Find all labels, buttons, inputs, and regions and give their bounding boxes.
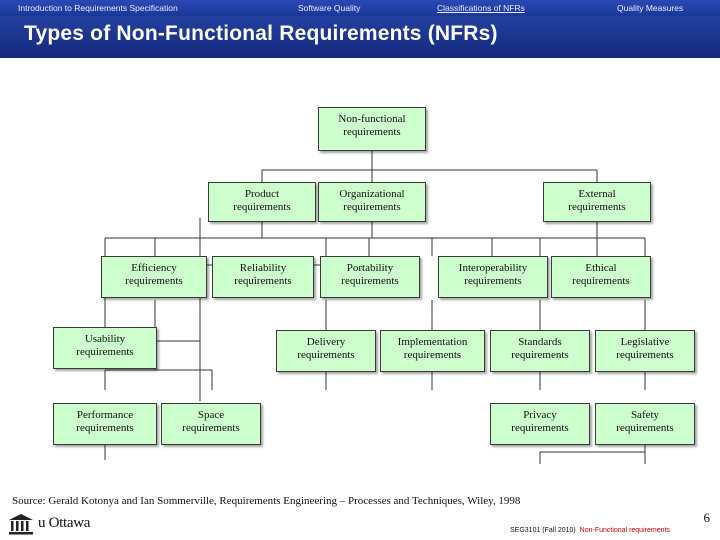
node-line-1: Privacy	[523, 409, 557, 421]
node-privacy-requirements[interactable]: Privacy requirements	[490, 403, 590, 445]
node-line-1: Portability	[346, 262, 394, 274]
node-line-1: Delivery	[306, 336, 346, 348]
page-number: 6	[703, 510, 711, 525]
node-line-2: requirements	[234, 275, 292, 287]
node-line-2: requirements	[76, 422, 134, 434]
nav-item-introduction[interactable]: Introduction to Requirements Specificati…	[18, 3, 178, 13]
node-interoperability-requirements[interactable]: Interoperability requirements	[438, 256, 548, 298]
node-portability-requirements[interactable]: Portability requirements	[320, 256, 420, 298]
node-line-2: requirements	[568, 201, 626, 213]
node-line-2: requirements	[616, 349, 674, 361]
node-line-1: Usability	[84, 333, 126, 345]
node-usability-requirements[interactable]: Usability requirements	[53, 327, 157, 369]
node-efficiency-requirements[interactable]: Efficiency requirements	[101, 256, 207, 298]
node-line-2: requirements	[572, 275, 630, 287]
node-space-requirements[interactable]: Space requirements	[161, 403, 261, 445]
node-delivery-requirements[interactable]: Delivery requirements	[276, 330, 376, 372]
footer-note: SEG3101 (Fall 2010) Non-Functional requi…	[510, 527, 670, 534]
node-line-2: requirements	[511, 422, 569, 434]
node-organizational-requirements[interactable]: Organizational requirements	[318, 182, 426, 222]
node-line-1: Implementation	[397, 336, 468, 348]
node-line-2: requirements	[297, 349, 355, 361]
top-navigation-bar: Introduction to Requirements Specificati…	[0, 0, 720, 16]
node-line-2: requirements	[233, 201, 291, 213]
title-band	[0, 16, 720, 58]
node-line-2: requirements	[464, 275, 522, 287]
diagram-canvas: Non-functional requirements Product requ…	[0, 60, 720, 480]
nav-item-software-quality[interactable]: Software Quality	[298, 3, 361, 13]
node-product-requirements[interactable]: Product requirements	[208, 182, 316, 222]
node-reliability-requirements[interactable]: Reliability requirements	[212, 256, 314, 298]
node-line-2: requirements	[182, 422, 240, 434]
uottawa-wordmark: u Ottawa	[38, 515, 91, 531]
footer-topic: Non-Functional requirements	[579, 527, 670, 534]
node-line-2: requirements	[76, 346, 134, 358]
uottawa-logo: u Ottawa	[8, 512, 128, 536]
node-line-1: Ethical	[585, 262, 617, 274]
node-line-1: Reliability	[239, 262, 287, 274]
node-line-2: requirements	[616, 422, 674, 434]
source-citation: Source: Gerald Kotonya and Ian Sommervil…	[12, 495, 521, 507]
node-line-2: requirements	[343, 126, 401, 138]
node-line-2: requirements	[403, 349, 462, 361]
university-building-icon	[9, 514, 33, 535]
node-line-1: Interoperability	[458, 262, 528, 274]
node-line-1: Safety	[630, 409, 660, 421]
node-line-2: requirements	[341, 275, 399, 287]
node-line-1: Non-functional	[338, 113, 406, 125]
node-ethical-requirements[interactable]: Ethical requirements	[551, 256, 651, 298]
node-standards-requirements[interactable]: Standards requirements	[490, 330, 590, 372]
node-line-1: Standards	[518, 336, 562, 348]
nav-item-quality-measures[interactable]: Quality Measures	[617, 3, 684, 13]
node-line-1: Space	[197, 409, 225, 421]
node-line-1: Efficiency	[131, 262, 177, 274]
node-legislative-requirements[interactable]: Legislative requirements	[595, 330, 695, 372]
node-line-1: Organizational	[339, 188, 405, 200]
node-line-1: Product	[244, 188, 280, 200]
node-line-2: requirements	[343, 201, 401, 213]
nav-item-classifications-of-nfrs[interactable]: Classifications of NFRs	[437, 3, 525, 13]
footer-course: SEG3101 (Fall 2010)	[510, 527, 576, 534]
node-implementation-requirements[interactable]: Implementation requirements	[380, 330, 485, 372]
node-line-2: requirements	[125, 275, 183, 287]
node-non-functional-requirements[interactable]: Non-functional requirements	[318, 107, 426, 151]
node-line-2: requirements	[511, 349, 569, 361]
node-external-requirements[interactable]: External requirements	[543, 182, 651, 222]
node-safety-requirements[interactable]: Safety requirements	[595, 403, 695, 445]
node-line-1: External	[578, 188, 616, 200]
node-line-1: Legislative	[620, 336, 670, 348]
page-title: Types of Non-Functional Requirements (NF…	[24, 22, 498, 45]
node-line-1: Performance	[76, 409, 134, 421]
node-performance-requirements[interactable]: Performance requirements	[53, 403, 157, 445]
